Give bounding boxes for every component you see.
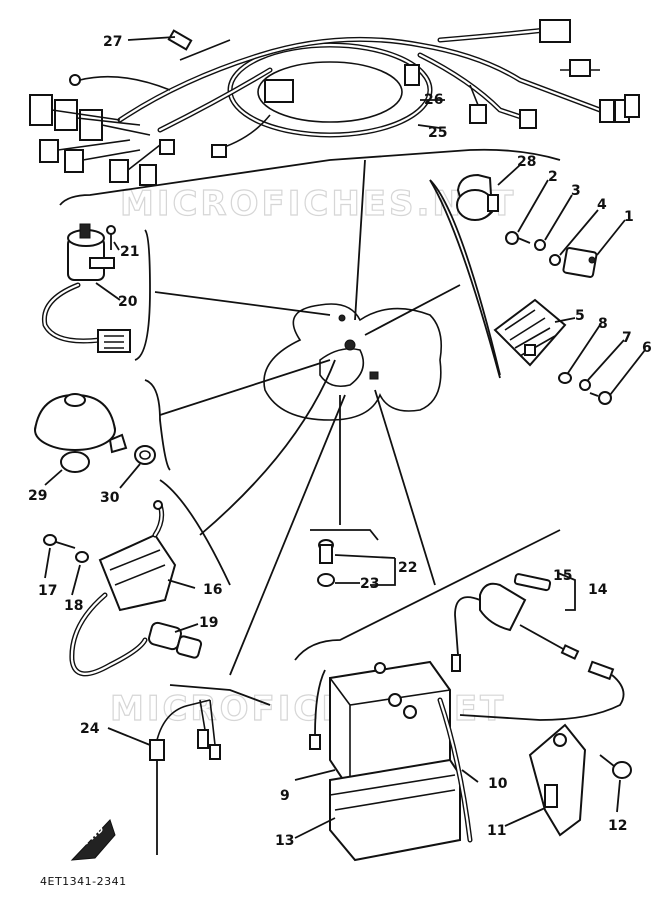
rectifier-5 [493,298,567,367]
callout-7: 7 [622,330,632,346]
part-code: 4ET1341-2341 [40,875,127,888]
bracket-1 [562,247,598,278]
callout-28: 28 [517,154,536,170]
wire-harness [29,19,640,206]
neutral-switch [317,539,335,587]
callout-10: 10 [488,776,508,792]
forward-arrow-icon: FWD [70,819,116,861]
bracket-right [429,179,501,376]
bolt-17 [43,534,76,549]
ignition-coil [69,500,177,677]
callout-21: 21 [120,244,139,260]
washer-7 [579,379,591,391]
callout-24: 24 [80,721,100,737]
sensor-24 [149,699,221,855]
main-switch [41,223,131,353]
callout-12: 12 [608,818,627,834]
relay-28 [456,173,499,221]
callout-15: 15 [553,568,572,584]
bolt-2 [505,231,531,245]
callout-29: 29 [28,488,47,504]
washer-3 [534,239,546,251]
washer-4 [549,254,561,266]
washer-18 [75,551,89,563]
battery-tray-13 [329,758,461,862]
callout-13: 13 [275,833,294,849]
callout-22: 22 [398,560,417,576]
callout-30: 30 [100,490,120,506]
callout-27: 27 [103,34,122,50]
frame-outline [263,303,443,421]
callout-25: 25 [428,125,447,141]
callout-5: 5 [575,308,585,324]
horn [34,393,128,473]
callout-2: 2 [548,169,558,185]
callout-17: 17 [38,583,57,599]
leader-lines [154,159,501,676]
callouts: 27 26 25 28 2 3 4 1 5 8 7 6 21 20 29 30 … [28,34,652,849]
washer-8 [558,372,572,384]
bracket-16 [159,479,231,586]
callout-26: 26 [424,92,443,108]
bracket-22 [310,529,379,541]
screw-21 [106,225,116,250]
bracket-29 [144,379,171,471]
screw-6 [589,391,612,405]
callout-23: 23 [360,576,379,592]
callout-9: 9 [280,788,290,804]
callout-19: 19 [199,615,218,631]
callout-20: 20 [118,294,138,310]
bolt-12 [599,754,632,779]
callout-3: 3 [571,183,581,199]
bracket-battery [294,529,561,661]
callout-14: 14 [588,582,608,598]
callout-4: 4 [597,197,607,213]
callout-1: 1 [624,209,634,225]
breather-pipe-10 [437,697,473,843]
callout-6: 6 [642,340,652,356]
callout-11: 11 [487,823,506,839]
plug-cap-19 [148,621,203,659]
bracket-11 [528,723,587,837]
nut-30 [134,445,156,465]
callout-16: 16 [203,582,222,598]
bracket-24 [169,684,271,706]
bracket-20 [134,229,151,361]
callout-8: 8 [598,316,608,332]
callout-18: 18 [64,598,83,614]
fuse-holder [451,573,625,721]
callout-leaders [44,36,646,839]
